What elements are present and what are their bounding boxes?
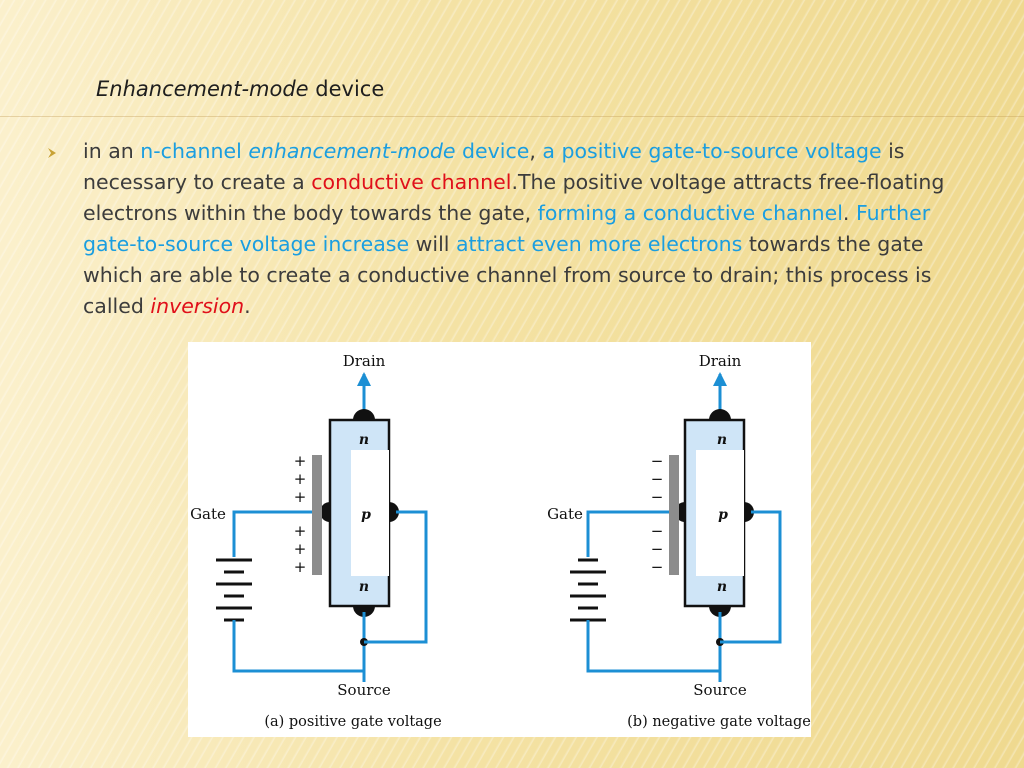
slide-title-rest: device — [308, 77, 385, 101]
paragraph-segment: Further gate-to-source voltage increase — [83, 201, 931, 256]
panel-a-p-region — [351, 450, 389, 576]
paragraph-segment: towards the gate which are able to creat… — [83, 232, 932, 318]
paragraph-segment: . — [244, 294, 251, 318]
mosfet-diagram: Drain n p n + + + + + + Gate — [190, 352, 811, 730]
paragraph-segment: attract even more electrons — [455, 232, 743, 256]
paragraph-segment: conductive channel — [311, 170, 512, 194]
panel-a-battery-icon — [216, 558, 252, 622]
slide-title: Enhancement-mode device — [96, 77, 384, 101]
panel-a-gate-wire — [232, 510, 312, 557]
panel-b-drain-arrow-icon — [713, 372, 727, 386]
panel-b: Drain n p n − − − − − − Gate — [547, 352, 811, 730]
panel-a-source-wire — [232, 620, 364, 673]
panel-a: Drain n p n + + + + + + Gate — [190, 352, 442, 730]
panel-a-drain-contact — [353, 409, 375, 420]
slide-title-italic: Enhancement-mode — [96, 77, 309, 101]
paragraph-segment: in an — [83, 139, 141, 163]
paragraph-segment: a positive gate-to-source voltage — [542, 139, 882, 163]
panel-b-drain-contact — [709, 409, 731, 420]
paragraph-segment: will — [409, 232, 456, 256]
panel-a-source-label: Source — [337, 681, 391, 699]
panel-b-gate-label: Gate — [547, 505, 583, 523]
panel-a-drain-arrow-icon — [357, 372, 371, 386]
panel-b-source-label: Source — [693, 681, 747, 699]
panel-a-caption: (a) positive gate voltage — [264, 714, 441, 730]
panel-a-n-bottom: n — [359, 579, 369, 595]
arrow-bullet-icon — [48, 148, 56, 158]
panel-a-gate-contact — [320, 502, 330, 522]
panel-b-gate-wire — [586, 510, 669, 557]
panel-b-p-label: p — [718, 507, 728, 523]
panel-a-sign: + — [294, 558, 307, 576]
panel-b-drain-label: Drain — [699, 352, 742, 370]
title-divider — [0, 116, 1024, 117]
panel-b-sign: − — [651, 540, 664, 558]
panel-b-sign: − — [651, 558, 664, 576]
panel-b-gate-plate — [669, 455, 679, 575]
panel-b-sign: − — [651, 522, 664, 540]
bullet-paragraph: in an n-channel enhancement-mode device,… — [83, 136, 988, 322]
paragraph-segment: device — [455, 139, 530, 163]
panel-a-gate-plate — [312, 455, 322, 575]
panel-b-n-top: n — [717, 432, 727, 448]
panel-b-source-contact — [709, 606, 731, 617]
paragraph-segment: is necessary to create a — [83, 139, 905, 194]
panel-b-substrate-contact — [744, 502, 754, 522]
panel-b-substrate-wire — [720, 510, 782, 644]
panel-a-sign: + — [294, 522, 307, 540]
panel-a-p-label: p — [361, 507, 371, 523]
panel-b-battery-icon — [570, 558, 606, 622]
panel-b-source-wire — [586, 620, 720, 673]
panel-a-substrate-wire — [364, 510, 428, 644]
panel-a-sign: + — [294, 452, 307, 470]
paragraph-segment: forming a conductive channel — [537, 201, 843, 225]
panel-b-caption: (b) negative gate voltage — [627, 714, 811, 730]
panel-a-gate-label: Gate — [190, 505, 226, 523]
panel-a-drain-label: Drain — [343, 352, 386, 370]
paragraph-segment: inversion — [150, 294, 245, 318]
panel-a-sign: + — [294, 540, 307, 558]
paragraph-segment: . — [842, 201, 856, 225]
panel-b-sign: − — [651, 470, 664, 488]
panel-b-n-bottom: n — [717, 579, 727, 595]
panel-a-sign: + — [294, 470, 307, 488]
panel-b-p-region — [696, 450, 744, 576]
panel-a-sign: + — [294, 488, 307, 506]
panel-a-source-contact — [353, 606, 375, 617]
paragraph-segment: n-channel — [140, 139, 249, 163]
panel-a-n-top: n — [359, 432, 369, 448]
paragraph-segment: .The positive voltage attracts free-floa… — [83, 170, 945, 225]
panel-b-sign: − — [651, 452, 664, 470]
panel-a-substrate-contact — [389, 502, 399, 522]
paragraph-segment: , — [529, 139, 543, 163]
mosfet-figure: Drain n p n + + + + + + Gate — [188, 342, 811, 737]
paragraph-segment: enhancement-mode — [248, 139, 456, 163]
panel-b-sign: − — [651, 488, 664, 506]
